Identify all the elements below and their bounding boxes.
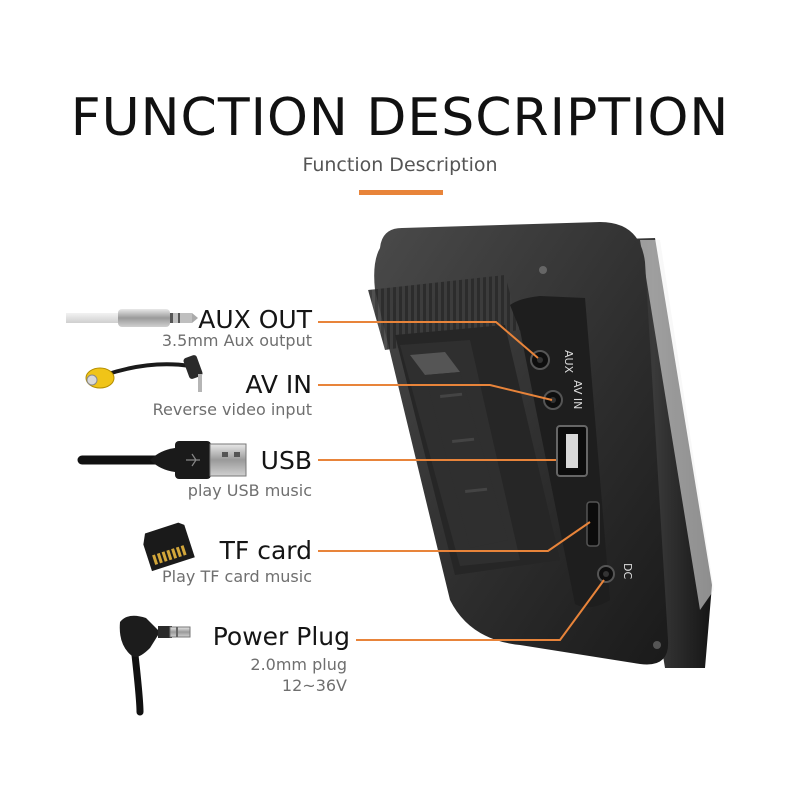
accent-bar [359, 190, 443, 195]
tf-card-icon [143, 522, 195, 572]
feature-name-av-in: AV IN [245, 370, 312, 399]
power-plug-icon [119, 615, 191, 716]
feature-desc-tf-card: Play TF card music [162, 567, 312, 586]
feature-desc-usb: play USB music [187, 481, 312, 500]
screw [539, 266, 547, 274]
feature-name-power-plug: Power Plug [212, 622, 350, 651]
car-monitor-device: AUX AV IN DC [368, 222, 714, 668]
leader-line-tf [318, 521, 591, 552]
leader-lines [318, 321, 605, 641]
leader-line-av-in [318, 384, 553, 401]
screw [653, 641, 661, 649]
feature-desc-power-plug: 2.0mm plug [250, 655, 347, 674]
feature-desc-av-in: Reverse video input [152, 400, 312, 419]
port-label-dc: DC [621, 563, 634, 579]
feature-name-usb: USB [260, 446, 312, 475]
feature-name-aux-out: AUX OUT [198, 305, 312, 334]
av-rca-cable-icon [85, 355, 203, 392]
port-label-aux: AUX [562, 350, 575, 374]
feature-desc-aux-out: 3.5mm Aux output [161, 331, 312, 350]
page-subtitle: Function Description [302, 154, 498, 176]
usb-cable-icon [77, 441, 247, 479]
mount-bracket [410, 352, 460, 375]
device-screen-edge [640, 240, 714, 610]
leader-line-aux [318, 321, 539, 359]
port-label-av-in: AV IN [571, 380, 584, 409]
aux-cable-icon [66, 309, 198, 327]
page-title: FUNCTION DESCRIPTION [70, 88, 730, 148]
leader-line-power [356, 579, 605, 641]
feature-name-tf-card: TF card [219, 536, 312, 565]
feature-desc-power-voltage: 12~36V [281, 676, 347, 695]
